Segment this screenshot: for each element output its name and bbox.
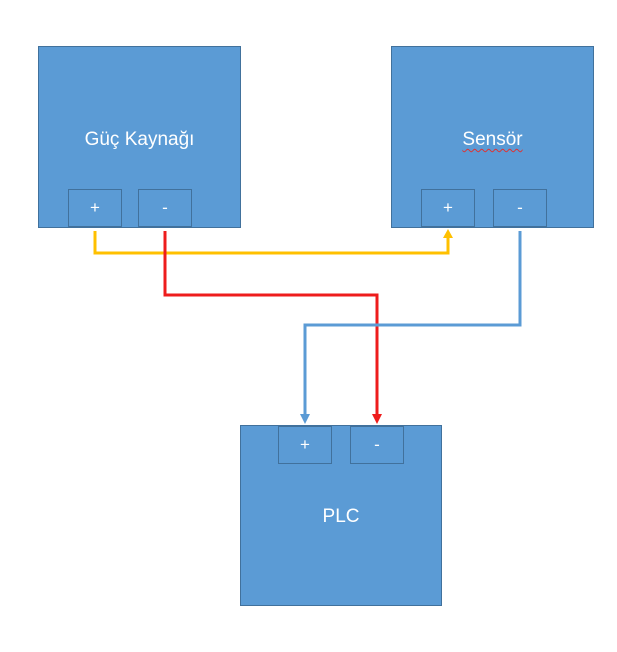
wire-negative-power-to-plc	[163, 231, 379, 414]
sensor-plus-terminal: +	[421, 189, 475, 227]
wire-signal-sensor-to-plc	[303, 231, 522, 414]
sensor-block: Sensör + -	[391, 46, 594, 228]
power-supply-plus-terminal: +	[68, 189, 122, 227]
power-supply-minus-terminal: -	[138, 189, 192, 227]
sensor-title-text: Sensör	[462, 129, 523, 150]
plc-minus-terminal: -	[350, 426, 404, 464]
power-supply-title: Güç Kaynağı	[84, 129, 195, 150]
plc-plus-terminal: +	[278, 426, 332, 464]
plc-block: + - PLC	[240, 425, 442, 606]
wire-positive-arrowhead	[443, 229, 453, 238]
wire-signal-arrowhead	[300, 414, 310, 424]
power-supply-block: Güç Kaynağı + -	[38, 46, 241, 228]
wire-positive-power-to-sensor	[93, 231, 450, 255]
wire-negative-arrowhead	[372, 414, 382, 424]
sensor-minus-terminal: -	[493, 189, 547, 227]
plc-title: PLC	[322, 506, 360, 527]
sensor-title: Sensör	[392, 129, 593, 151]
